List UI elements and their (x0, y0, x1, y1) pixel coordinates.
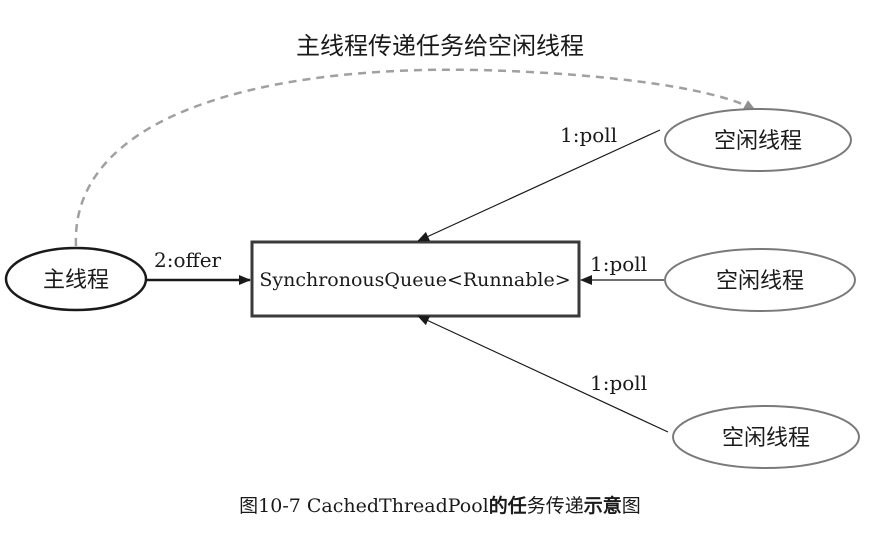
offer-edge-label: 2:offer (154, 248, 222, 272)
poll-edge-top (417, 129, 661, 242)
idle-thread-label-bottom: 空闲线程 (722, 426, 810, 451)
top-label: 主线程传递任务给空闲线程 (296, 32, 584, 60)
caption-bold-2: 示意 (584, 494, 622, 517)
caption-suffix: 图 (622, 495, 641, 517)
synchronous-queue-box (250, 240, 581, 318)
idle-thread-label-top: 空闲线程 (714, 129, 802, 154)
poll-edge-bottom (417, 315, 669, 433)
main-thread-label: 主线程 (43, 268, 109, 293)
synchronous-queue-label: SynchronousQueue<Runnable> (259, 269, 570, 291)
caption-bold-1: 的任 (489, 494, 527, 517)
idle-thread-label-middle: 空闲线程 (716, 269, 804, 294)
idle-thread-node-middle (664, 248, 856, 312)
idle-thread-node-top (664, 108, 852, 172)
idle-thread-node-bottom (672, 405, 860, 469)
dispatch-dashed-curve (74, 68, 756, 247)
poll-edge-top-label: 1:poll (560, 123, 617, 147)
poll-edge-bottom-label: 1:poll (590, 371, 647, 395)
poll-edge-middle-label: 1:poll (590, 252, 647, 276)
main-thread-node (4, 246, 148, 312)
caption-prefix: 图10-7 CachedThreadPool (239, 495, 489, 517)
figure-caption: 图10-7 CachedThreadPool的任务传递示意图 (239, 494, 641, 517)
caption-middle: 务传递 (527, 495, 584, 517)
